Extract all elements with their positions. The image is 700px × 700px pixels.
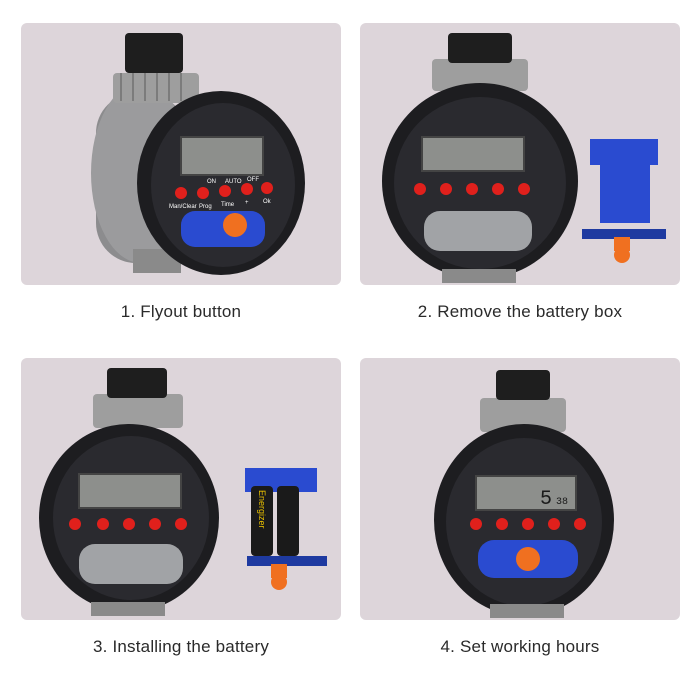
- label-time: Time: [221, 202, 235, 208]
- display-small: 38: [556, 497, 568, 508]
- label-man-clear: Man/Clear: [169, 204, 197, 210]
- display-digit: 5: [540, 488, 552, 511]
- step-3-photo: Energizer: [21, 358, 341, 620]
- label-plus: +: [245, 200, 249, 206]
- step-3-caption: 3. Installing the battery: [92, 637, 270, 656]
- step-2-photo: [360, 23, 680, 285]
- step-2-caption: 2. Remove the battery box: [417, 302, 623, 321]
- label-auto: AUTO: [225, 179, 242, 185]
- label-on: ON: [207, 179, 216, 185]
- step-4-caption: 4. Set working hours: [440, 637, 600, 656]
- label-prog: Prog: [199, 204, 212, 210]
- label-ok: Ok: [263, 199, 272, 205]
- label-off: OFF: [247, 177, 259, 183]
- step-1-caption: 1. Flyout button: [120, 302, 242, 321]
- step-1-photo: ON AUTO OFF Man/Clear Prog Time + Ok: [21, 23, 341, 285]
- battery-brand-text: Energizer: [257, 490, 267, 529]
- step-4-photo: 5 38: [360, 358, 680, 620]
